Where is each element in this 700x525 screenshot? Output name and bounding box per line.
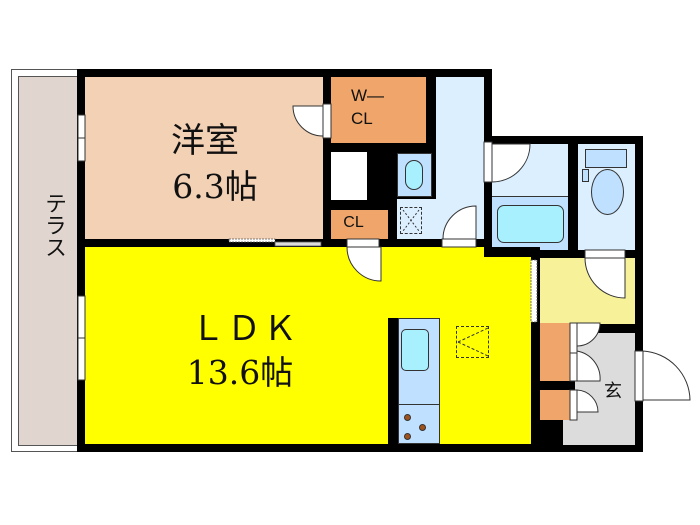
entrance-label: 玄 [604,381,622,402]
terrace-label: テラス [42,192,67,258]
western-room [85,77,323,239]
stove-burner [419,424,426,431]
terrace [18,76,78,446]
walk-in-closet-label-1: W— [351,86,385,105]
toilet-bowl [591,169,624,215]
western-room-name: 洋室 [171,121,239,161]
shoe-closet-lower [540,390,570,420]
closet-label: CL [343,214,364,231]
kitchen-stove-divider [398,404,440,405]
bathtub [497,205,564,243]
kitchen-back-wall [388,318,398,444]
washing-machine-spot [400,207,422,234]
kitchen-sink [401,329,429,371]
stove-burner [404,414,411,421]
ldk-size: 13.6帖 [186,353,294,392]
walk-in-closet-label-2: CL [351,109,373,128]
toilet-tank [585,149,627,168]
western-room-size: 6.3帖 [172,167,258,206]
walk-in-closet [331,77,426,143]
range-hood [456,326,489,358]
storage-space [331,152,367,200]
closet [331,210,388,239]
entrance-lower [563,420,593,445]
shoe-closet-upper [540,323,570,381]
washbasin-bowl [405,160,423,190]
toilet-paper [582,169,589,182]
ldk-name: ＬＤＫ [191,309,299,349]
stove-burner [404,433,411,440]
wall-ldk-notch [484,247,540,257]
